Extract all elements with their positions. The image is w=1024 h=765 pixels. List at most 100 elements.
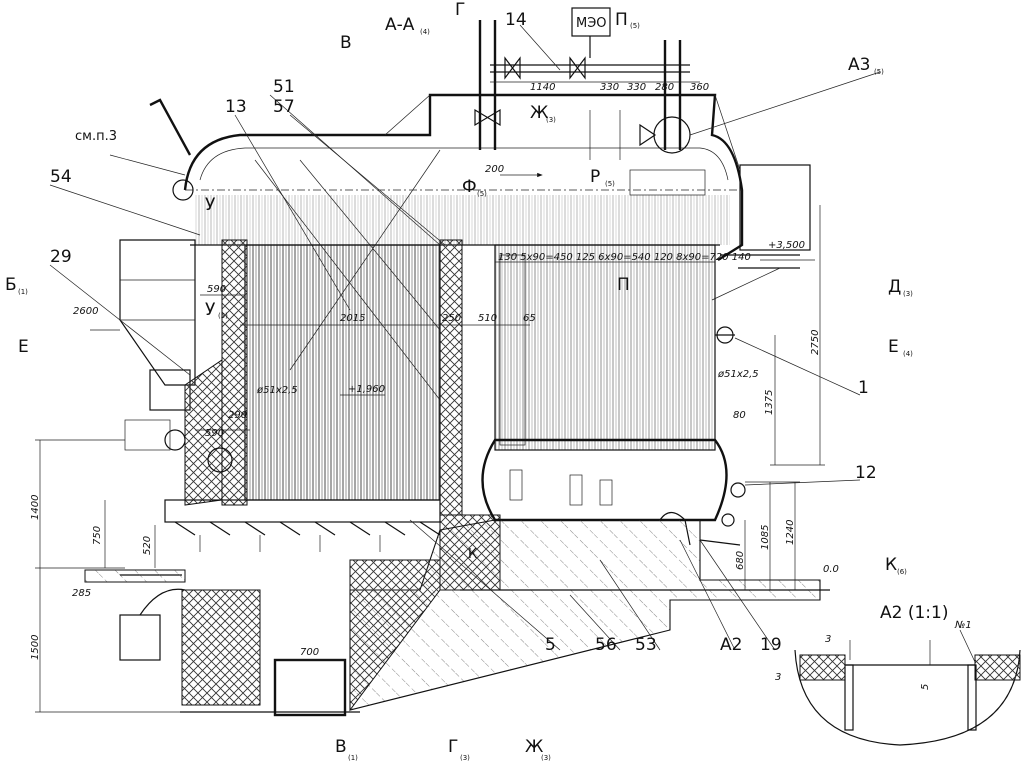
svg-text:1085: 1085: [760, 525, 771, 550]
svg-text:750: 750: [92, 526, 103, 545]
foundation: [84, 519, 821, 717]
callout-56: 56: [595, 635, 617, 655]
svg-text:Д: Д: [888, 277, 901, 297]
svg-text:(6): (6): [897, 568, 907, 576]
labels: А-А (4) 14 51 57 13 см.п.3 54 29 А3 (5) …: [5, 0, 972, 762]
svg-text:В: В: [335, 737, 347, 757]
svg-text:520: 520: [142, 536, 153, 555]
svg-text:В: В: [340, 33, 352, 53]
svg-text:80: 80: [733, 410, 746, 421]
svg-text:(5): (5): [874, 68, 884, 76]
callout-a3: А3: [848, 55, 870, 75]
svg-text:Ж: Ж: [530, 103, 548, 123]
callout-53: 53: [635, 635, 657, 655]
svg-text:700: 700: [300, 647, 319, 658]
svg-text:330: 330: [627, 82, 646, 93]
callout-smp3: см.п.3: [75, 129, 117, 144]
svg-text:Г: Г: [455, 0, 465, 20]
svg-text:(3): (3): [546, 116, 556, 124]
svg-text:2750: 2750: [810, 330, 821, 355]
actuator-label: МЭО: [576, 16, 607, 31]
lever-handle: [149, 98, 194, 201]
svg-text:130 5х90=450 125 6х90=540: 130 5х90=450 125 6х90=540 120 8х90=720 1…: [498, 252, 751, 263]
callout-1: 1: [858, 378, 869, 398]
svg-text:П: П: [615, 10, 628, 30]
callout-5: 5: [545, 635, 556, 655]
callout-a2: А2: [720, 635, 742, 655]
callout-29: 29: [50, 247, 72, 267]
svg-text:3: 3: [775, 672, 781, 683]
svg-text:5: 5: [920, 684, 931, 690]
leader-lines: [49, 24, 881, 651]
svg-text:Р: Р: [590, 167, 600, 187]
svg-text:65: 65: [523, 313, 536, 324]
section-title: А-А: [385, 15, 415, 35]
svg-text:510: 510: [478, 313, 497, 324]
svg-text:330: 330: [600, 82, 619, 93]
svg-text:(3): (3): [460, 754, 470, 762]
svg-text:+3,500: +3,500: [768, 240, 805, 251]
svg-text:(3): (3): [903, 290, 913, 298]
svg-text:Ф: Ф: [462, 177, 477, 197]
furnace-chamber: [244, 149, 441, 501]
svg-text:К: К: [885, 555, 897, 575]
convective-bank: [494, 244, 716, 451]
svg-text:1500: 1500: [30, 635, 41, 660]
svg-text:ø51х2,5: ø51х2,5: [256, 385, 298, 396]
svg-text:+1,960: +1,960: [348, 384, 385, 395]
grate: [164, 499, 441, 552]
svg-text:Ж: Ж: [525, 737, 543, 757]
callout-54: 54: [50, 167, 72, 187]
svg-text:Е: Е: [18, 337, 29, 357]
svg-text:У: У: [205, 195, 216, 215]
callout-12: 12: [855, 463, 877, 483]
svg-text:250: 250: [442, 313, 461, 324]
svg-text:360: 360: [690, 82, 709, 93]
callout-19: 19: [760, 635, 782, 655]
svg-text:1140: 1140: [530, 82, 555, 93]
svg-text:(5): (5): [477, 190, 487, 198]
callout-57: 57: [273, 97, 295, 117]
svg-text:680: 680: [735, 551, 746, 570]
upper-casing: [183, 93, 745, 262]
svg-text:1375: 1375: [764, 390, 775, 415]
right-casing-box: [711, 164, 811, 301]
svg-text:Г: Г: [448, 737, 458, 757]
svg-text:285: 285: [72, 588, 91, 599]
svg-text:К: К: [468, 547, 477, 562]
dimension-lines: [35, 81, 825, 713]
svg-text:590: 590: [205, 428, 224, 439]
svg-text:1400: 1400: [30, 495, 41, 520]
right-fittings: [699, 326, 746, 546]
svg-text:Е: Е: [888, 337, 899, 357]
callout-51: 51: [273, 77, 295, 97]
svg-text:ø51х2,5: ø51х2,5: [717, 369, 759, 380]
svg-text:280: 280: [655, 82, 674, 93]
callout-13: 13: [225, 97, 247, 117]
svg-text:590: 590: [207, 284, 226, 295]
svg-text:3: 3: [825, 634, 831, 645]
top-piping: [474, 7, 706, 196]
svg-text:Б: Б: [5, 275, 17, 295]
svg-text:(4): (4): [420, 28, 430, 36]
svg-text:(1): (1): [348, 754, 358, 762]
callout-14: 14: [505, 10, 527, 30]
svg-text:0.0: 0.0: [823, 564, 839, 575]
svg-text:(5): (5): [630, 22, 640, 30]
svg-text:№1: №1: [954, 620, 972, 631]
detail-a2: [794, 629, 1021, 746]
svg-text:(1): (1): [18, 288, 28, 296]
svg-text:(5): (5): [218, 312, 228, 320]
svg-text:У: У: [205, 300, 216, 320]
brick-walls: [184, 239, 501, 591]
svg-text:200: 200: [485, 164, 504, 175]
svg-text:(5): (5): [605, 180, 615, 188]
detail-title: А2 (1:1): [880, 603, 948, 623]
svg-text:(4): (4): [903, 350, 913, 358]
fuel-hopper: [119, 239, 196, 411]
svg-text:2015: 2015: [340, 313, 365, 324]
svg-text:1240: 1240: [785, 520, 796, 545]
svg-text:2600: 2600: [73, 306, 98, 317]
left-fittings: [124, 419, 233, 473]
